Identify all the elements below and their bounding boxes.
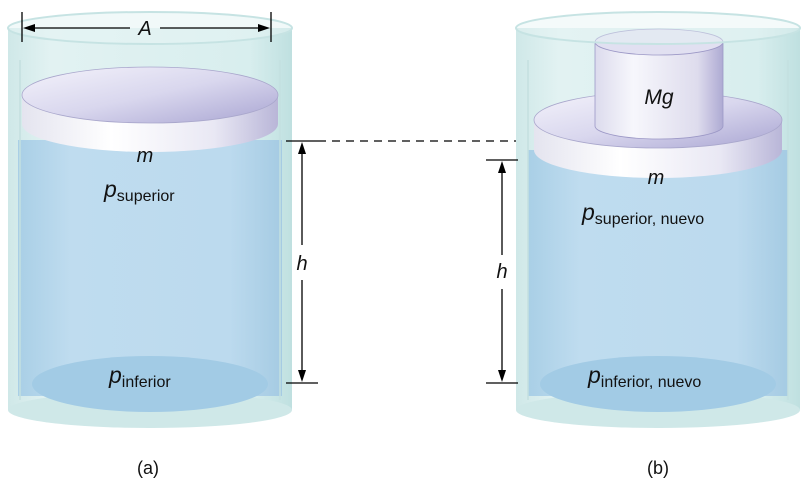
glass-rim-b: [515, 11, 801, 45]
top-pressure-label-b: psuperior, nuevo: [581, 199, 704, 228]
glass-rim-a: [7, 11, 293, 45]
caption-a: (a): [137, 458, 159, 478]
height-label-a: h: [296, 253, 307, 275]
pressure-symbol: p: [587, 362, 601, 388]
cylinder-a: [7, 11, 293, 428]
pressure-subscript: superior, nuevo: [595, 211, 705, 228]
pressure-symbol: p: [103, 176, 117, 202]
water-bottom-a: [32, 356, 268, 412]
panel-a: A m psuperior pinferior (a): [7, 11, 293, 478]
width-dimension-a: A: [21, 12, 272, 42]
height-label-b: h: [496, 261, 507, 283]
pressure-symbol: p: [108, 362, 122, 388]
weight-block: [594, 28, 724, 140]
weight-label: Mg: [644, 86, 673, 109]
piston-mass-label-a: m: [137, 145, 154, 167]
pressure-subscript: inferior: [122, 374, 172, 391]
pressure-subscript: inferior, nuevo: [601, 374, 702, 391]
width-label: A: [137, 18, 151, 40]
caption-b: (b): [647, 458, 669, 478]
bottom-pressure-label-a: pinferior: [108, 362, 171, 391]
bottom-pressure-label-b: pinferior, nuevo: [587, 362, 701, 391]
piston-a: [21, 66, 279, 152]
height-dimension-a: h: [286, 140, 318, 384]
pressure-symbol: p: [581, 199, 595, 225]
top-pressure-label-a: psuperior: [103, 176, 175, 205]
piston-mass-label-b: m: [648, 167, 665, 189]
water-bottom-b: [540, 356, 776, 412]
cylinder-b: [515, 11, 801, 428]
height-dimension-b: h: [486, 159, 518, 384]
panel-b: Mg m psuperior, nuevo pinferior, nuevo (…: [515, 11, 801, 478]
pressure-subscript: superior: [117, 188, 175, 205]
